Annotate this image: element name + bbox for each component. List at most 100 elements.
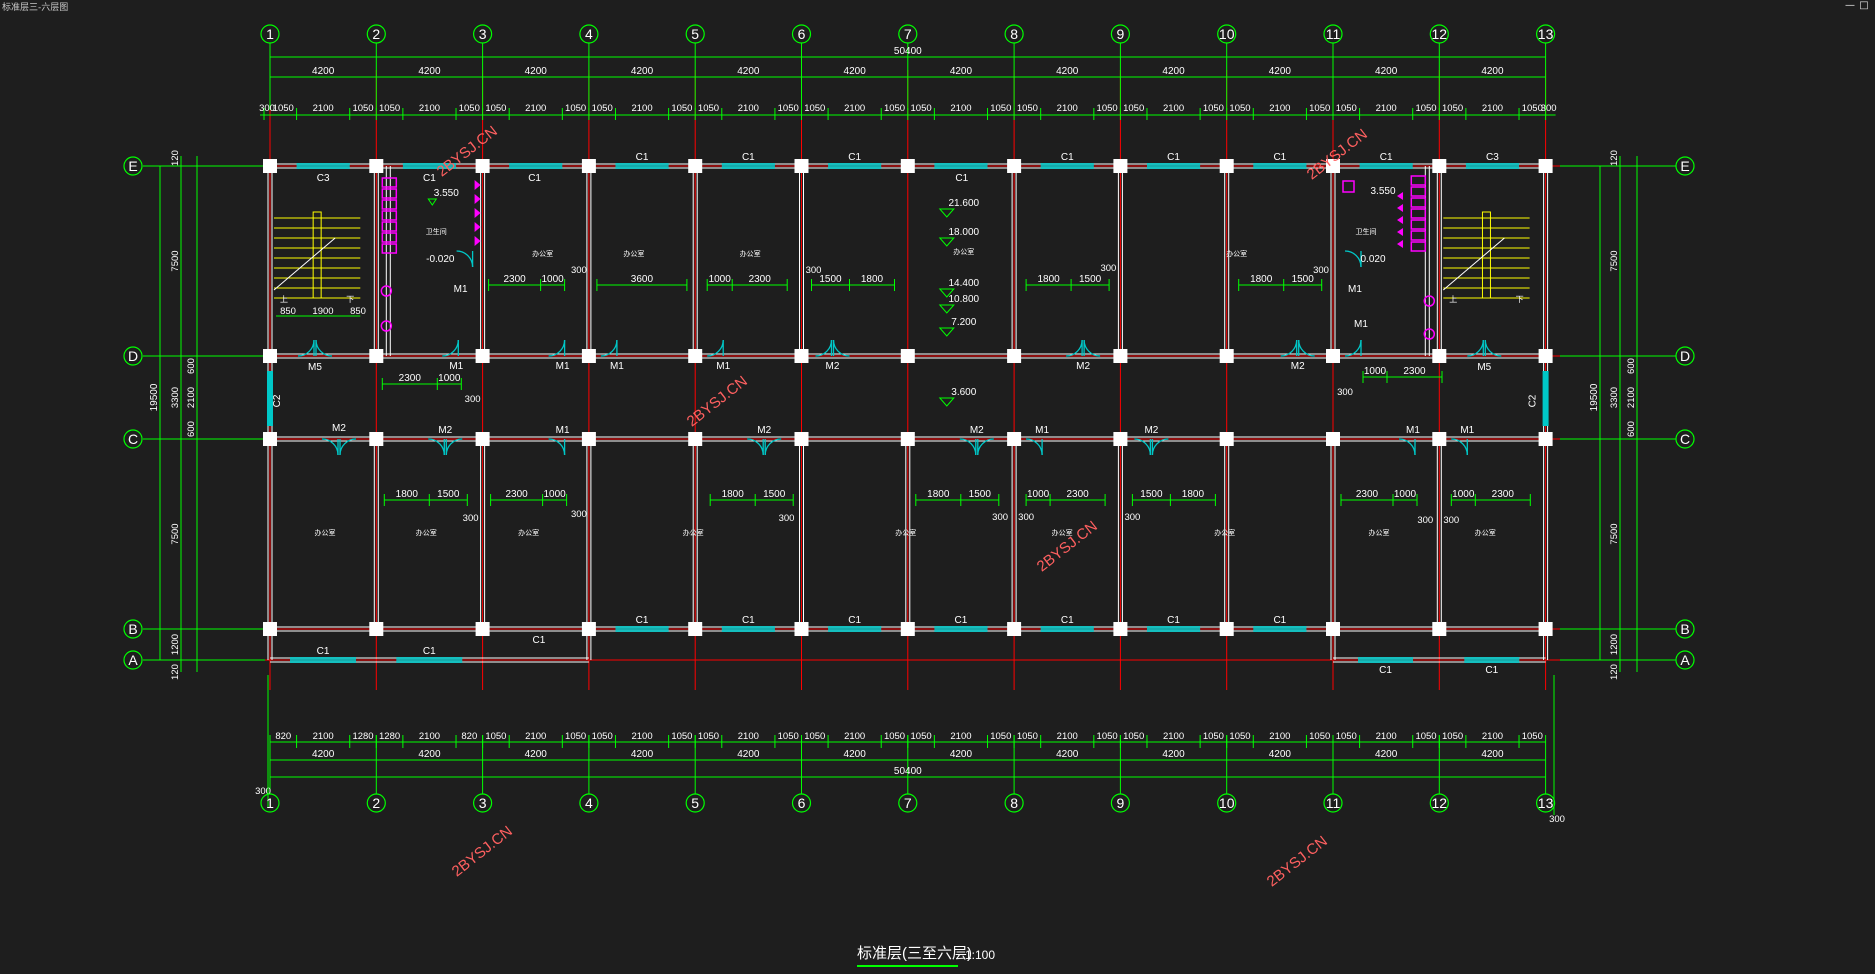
door-M1-toilet-l-label: M1	[454, 284, 468, 295]
window-right-corridor	[1542, 371, 1549, 426]
dim-bay-top-7: 4200	[950, 66, 973, 77]
axis-bubble-top-12	[1429, 24, 1449, 44]
dim-offset-right: 300	[1549, 814, 1565, 825]
door-M5-right-label: M5	[1477, 362, 1491, 373]
column-3E	[475, 159, 490, 173]
room-label-5: 办公室	[416, 528, 437, 537]
axis-bubble-top-10	[1217, 24, 1237, 44]
dim-overall-top: 50400	[894, 46, 922, 57]
column-4B	[581, 622, 596, 636]
column-6E	[794, 159, 809, 173]
urinal-right-1	[1397, 204, 1403, 212]
dim-stair-850a: 850	[280, 306, 296, 317]
room-label-toilet-right: 卫生间	[1356, 227, 1377, 236]
urinal-right-2	[1397, 216, 1403, 224]
door-M2-a-label: M2	[826, 361, 840, 372]
window-E-1	[402, 163, 457, 169]
drawing-scale-text: 1:100	[965, 948, 995, 962]
dim-win-top-25: 1050	[1123, 103, 1144, 114]
axis-bubble-top-9	[1110, 24, 1131, 44]
room-label-toilet-left: 卫生间	[426, 227, 447, 236]
sink-left-b	[380, 320, 393, 332]
window-A-1	[396, 657, 463, 663]
window-B-5	[828, 626, 882, 632]
axis-bubble-label-bottom-1: 1	[266, 795, 274, 811]
dim-stair-1900: 1900	[312, 306, 333, 317]
dim-win-bottom-33: 1050	[1442, 731, 1463, 742]
dim-v-1200-L: 1200	[170, 634, 181, 655]
column-12B	[1432, 622, 1447, 636]
dim-win-top-24: 1050	[1097, 103, 1118, 114]
window-E-7	[1040, 163, 1094, 169]
dim-win-top-8: 2100	[525, 103, 546, 114]
tab-title[interactable]: 标准层三-六层图	[2, 3, 69, 13]
axis-bubble-label-bottom-12: 12	[1432, 795, 1448, 811]
window-E-2-label: C1	[528, 173, 541, 184]
ldim-2-text-0: 1800	[396, 489, 419, 500]
dim-v-3300-R: 3300	[1609, 387, 1620, 408]
dim-win-top-3: 1050	[352, 103, 373, 114]
window-B-7	[1040, 626, 1094, 632]
window-E-2	[509, 163, 563, 169]
dim-bay-top-9: 4200	[1162, 66, 1185, 77]
ldim-12-text-0: 1000	[1452, 489, 1475, 500]
watermark-4: 2BYSJ.CN	[449, 823, 516, 881]
window-E-8-label: C1	[1167, 152, 1180, 163]
toilet-stall-left-1	[381, 188, 398, 199]
fixtures	[380, 175, 1436, 340]
dim-win-top-22: 1050	[1017, 103, 1038, 114]
dim-bay-top-2: 4200	[418, 66, 441, 77]
dim-win-bottom-29: 1050	[1309, 731, 1330, 742]
drawing-title: 标准层(三至六层) 1:100	[857, 945, 995, 967]
ldim-300-1: 300	[571, 509, 587, 520]
minimize-icon[interactable]: —	[1845, 0, 1855, 11]
axis-bubble-top-6	[791, 24, 812, 44]
dim-win-top-36: 1050	[1522, 103, 1543, 114]
axis-bubble-left-C	[123, 429, 143, 449]
column-7E	[900, 159, 915, 173]
dim-bay-top-10: 4200	[1269, 66, 1292, 77]
axis-bubble-label-top-5: 5	[691, 26, 699, 42]
window-A-11-label: C1	[1485, 665, 1498, 676]
elevation-2: 14.400	[949, 278, 980, 289]
window-E-4-label: C1	[742, 152, 755, 163]
axis-bubble-label-bottom-3: 3	[479, 795, 487, 811]
door-M2-g-label: M2	[970, 425, 984, 436]
restore-icon[interactable]: □	[1859, 0, 1869, 11]
window-B-9-label: C1	[1273, 615, 1286, 626]
dim-win-bottom-24: 1050	[1123, 731, 1144, 742]
dim-bay-bottom-2: 4200	[418, 749, 441, 760]
axis-bubble-bottom-5	[685, 793, 705, 813]
dim-bay-top-1: 4200	[312, 66, 335, 77]
column-10E	[1219, 159, 1234, 173]
toilet-stall-right-3	[1410, 208, 1427, 219]
axis-bubble-top-8	[1004, 24, 1024, 44]
udim-300-1: 300	[806, 265, 822, 276]
dim-v-2100-R: 2100	[1626, 387, 1637, 408]
column-11D	[1326, 349, 1340, 363]
udim-3-text-0: 2300	[503, 274, 526, 285]
dim-win-bottom-22: 2100	[1057, 731, 1078, 742]
column-2E	[369, 159, 384, 173]
room-label-1: 办公室	[623, 249, 644, 258]
axis-bubble-label-right-D: D	[1680, 348, 1690, 364]
door-M1-c-label: M1	[610, 361, 624, 372]
dim-win-top-30: 1050	[1309, 103, 1330, 114]
dim-win-top-29: 2100	[1269, 103, 1290, 114]
cdim-left-text-0: 2300	[399, 373, 422, 384]
dim-bay-top-3: 4200	[525, 66, 548, 77]
window-right-corridor-label: C2	[1528, 394, 1539, 407]
axis-bubble-bottom-8	[1004, 793, 1024, 813]
column-6D	[794, 349, 809, 363]
dim-bay-bottom-8: 4200	[1056, 749, 1079, 760]
dim-depth-L: 19500	[149, 383, 160, 411]
toilet-stall-left-2	[381, 199, 398, 210]
window-E-11-label: C3	[1486, 152, 1499, 163]
axis-bubble-label-bottom-13: 13	[1538, 795, 1554, 811]
dim-v-600b-R: 600	[1626, 421, 1637, 437]
axis-bubble-bottom-1	[260, 793, 280, 813]
dim-win-bottom-2: 1280	[352, 731, 373, 742]
ldim-2-text-1: 1500	[437, 489, 460, 500]
